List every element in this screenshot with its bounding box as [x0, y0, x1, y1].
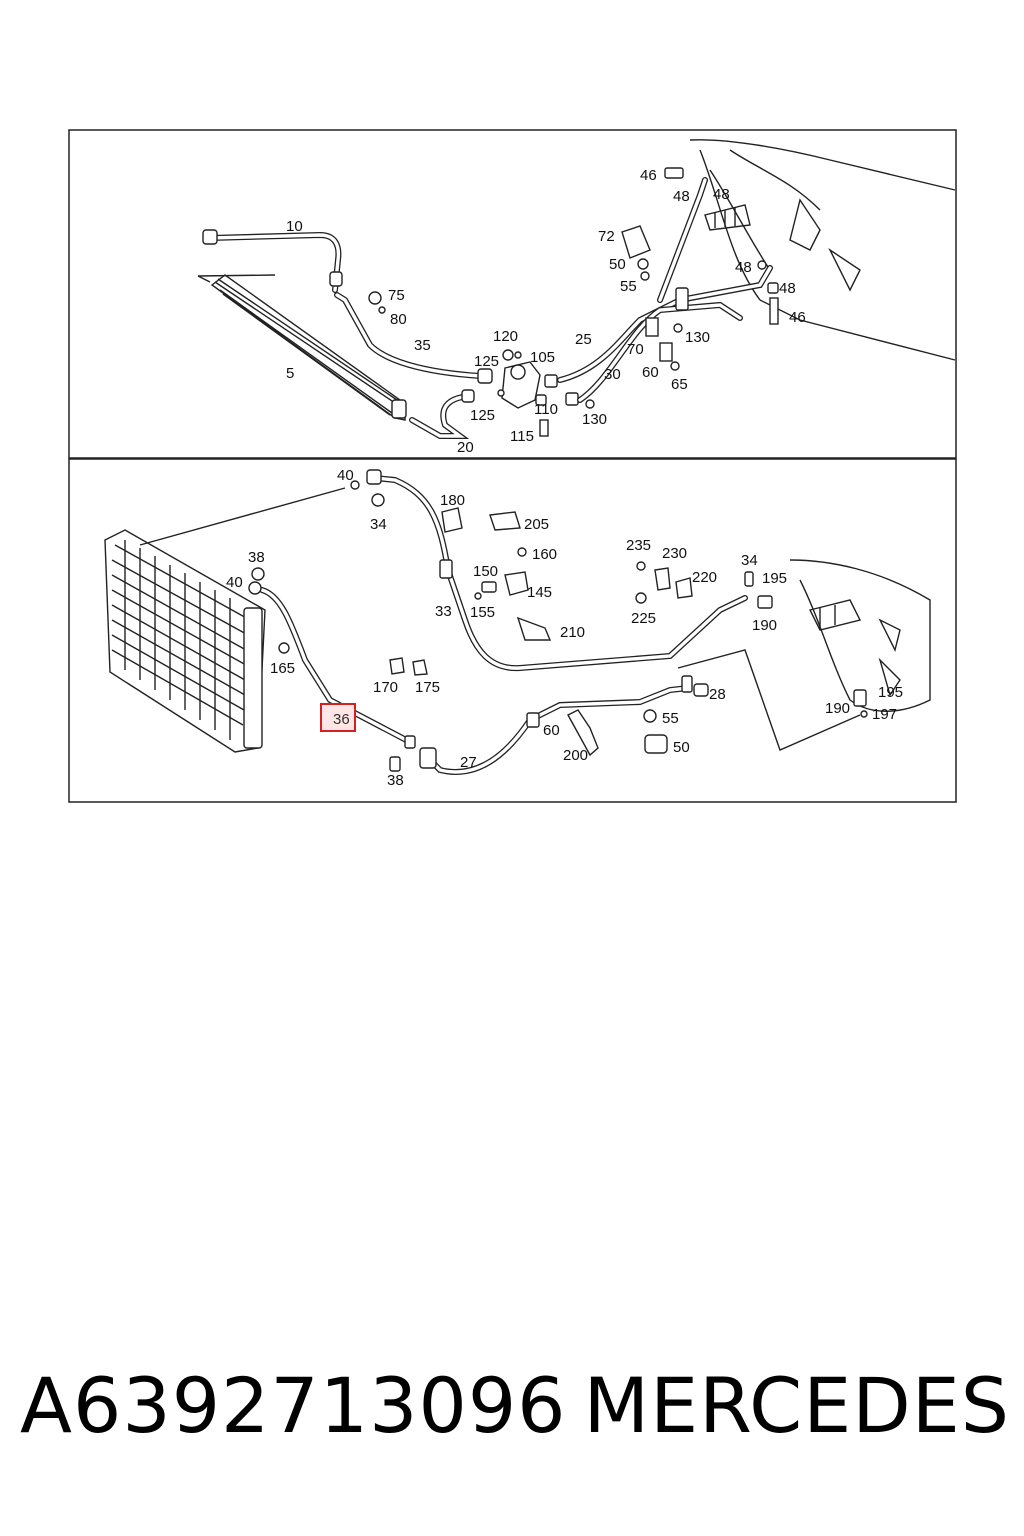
label-175: 175	[415, 679, 440, 696]
callout-labels: 10 5 75 80 35 120 125 105 125 110 115 20…	[226, 167, 903, 789]
label-150: 150	[473, 563, 498, 580]
label-230: 230	[662, 545, 687, 562]
label-70: 70	[627, 341, 644, 358]
upper-panel	[68, 129, 957, 459]
label-55-b: 55	[662, 710, 679, 727]
label-48: 48	[673, 188, 690, 205]
oil-cooler	[197, 274, 407, 421]
brand-name: MERCEDES	[583, 1361, 1010, 1450]
label-10: 10	[286, 218, 303, 235]
label-80: 80	[390, 311, 407, 328]
label-50: 50	[609, 256, 626, 273]
label-48-b: 48	[713, 186, 730, 203]
label-34: 34	[370, 516, 387, 533]
label-20: 20	[457, 439, 474, 456]
label-165: 165	[270, 660, 295, 677]
transmission-upper	[689, 139, 956, 361]
label-48-d: 48	[779, 280, 796, 297]
part-number: A6392713096	[20, 1361, 567, 1450]
label-120: 120	[493, 328, 518, 345]
label-35: 35	[414, 337, 431, 354]
label-160: 160	[532, 546, 557, 563]
label-145: 145	[527, 584, 552, 601]
label-190: 190	[752, 617, 777, 634]
label-55: 55	[620, 278, 637, 295]
label-170: 170	[373, 679, 398, 696]
label-155: 155	[470, 604, 495, 621]
label-72: 72	[598, 228, 615, 245]
label-5: 5	[286, 365, 294, 382]
label-225: 225	[631, 610, 656, 627]
label-28: 28	[709, 686, 726, 703]
label-110: 110	[534, 401, 558, 418]
label-105: 105	[530, 349, 555, 366]
caption: A6392713096 MERCEDES	[20, 1368, 1010, 1444]
label-30: 30	[604, 366, 621, 383]
transmission-lower	[789, 559, 931, 712]
label-220: 220	[692, 569, 717, 586]
label-195: 195	[762, 570, 787, 587]
label-40: 40	[337, 467, 354, 484]
label-38: 38	[248, 549, 265, 566]
label-75: 75	[388, 287, 405, 304]
label-36-highlighted: 36	[333, 711, 350, 728]
label-190-b: 190	[825, 700, 850, 717]
label-46: 46	[640, 167, 657, 184]
label-38-b: 38	[387, 772, 404, 789]
label-48-c: 48	[735, 259, 752, 276]
label-235: 235	[626, 537, 651, 554]
valve-block	[501, 349, 595, 437]
label-130: 130	[582, 411, 607, 428]
label-125-b: 125	[470, 407, 495, 424]
label-65: 65	[671, 376, 688, 393]
label-46-b: 46	[789, 309, 806, 326]
label-205: 205	[524, 516, 549, 533]
label-125: 125	[474, 353, 499, 370]
label-180: 180	[440, 492, 465, 509]
lower-hardware	[278, 507, 868, 772]
label-210: 210	[560, 624, 585, 641]
label-25: 25	[575, 331, 592, 348]
upper-hardware	[368, 167, 779, 397]
label-33: 33	[435, 603, 452, 620]
label-197: 197	[872, 706, 897, 723]
label-195-b: 195	[878, 684, 903, 701]
label-200: 200	[563, 747, 588, 764]
lower-panel	[68, 458, 957, 803]
label-34-b: 34	[741, 552, 758, 569]
label-40-b: 40	[226, 574, 243, 591]
label-60: 60	[642, 364, 659, 381]
condenser	[104, 480, 360, 753]
label-27: 27	[460, 754, 477, 771]
label-50-b: 50	[673, 739, 690, 756]
label-130-b: 130	[685, 329, 710, 346]
label-115: 115	[510, 428, 534, 445]
highlight-box	[320, 703, 356, 732]
label-60-b: 60	[543, 722, 560, 739]
